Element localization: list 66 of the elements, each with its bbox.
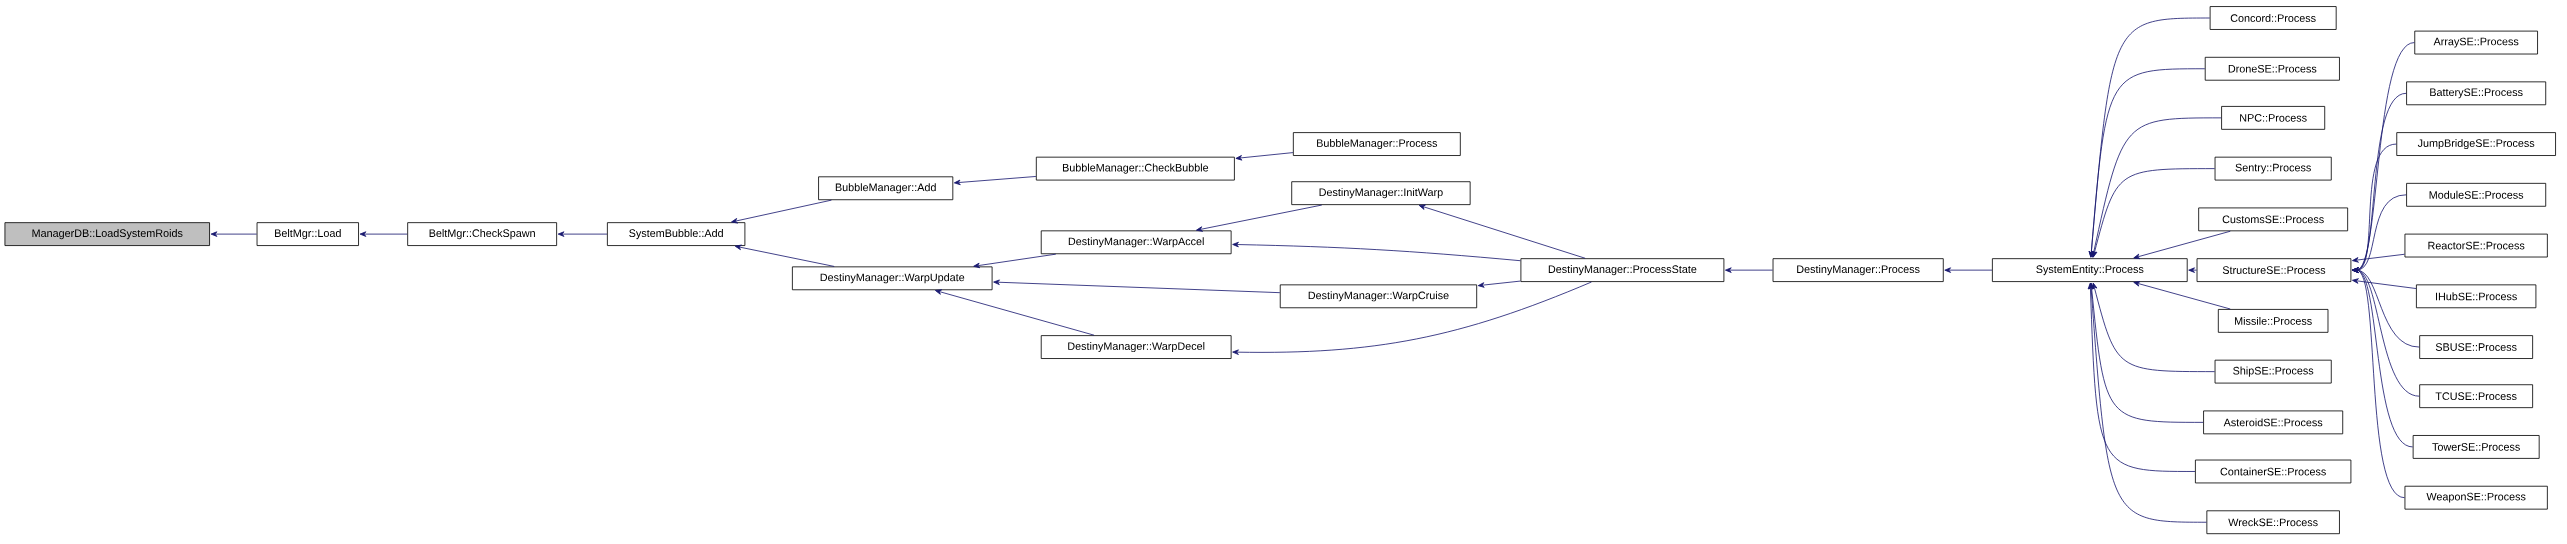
function-box: ManagerDB::LoadSystemRoids: [4, 222, 210, 247]
function-box: TowerSE::Process: [2412, 435, 2540, 460]
arrow: [359, 231, 408, 238]
function-box: SBUSE::Process: [2419, 335, 2534, 360]
function-box: Sentry::Process: [2214, 157, 2332, 181]
arrow: [2092, 282, 2216, 373]
function-box: DestinyManager::WarpUpdate: [792, 266, 993, 291]
arrow: [2133, 281, 2231, 310]
function-box: StructureSE::Process: [2196, 258, 2352, 283]
function-box: BubbleManager::Process: [1292, 132, 1461, 157]
arrow: [1235, 152, 1294, 161]
function-box: BeltMgr::Load: [256, 222, 359, 247]
function-box: Missile::Process: [2217, 309, 2329, 333]
function-box: DroneSE::Process: [2204, 57, 2340, 81]
arrow: [2352, 267, 2405, 499]
arrow: [2188, 267, 2198, 274]
arrow: [2133, 231, 2231, 260]
function-box: DestinyManager::WarpDecel: [1040, 335, 1232, 360]
arrow: [2088, 68, 2206, 258]
arrow: [2092, 168, 2216, 258]
arrow: [1725, 267, 1773, 274]
arrow: [1232, 242, 1521, 262]
function-box: CustomsSE::Process: [2198, 207, 2349, 232]
arrow: [210, 231, 258, 238]
function-box: DestinyManager::ProcessState: [1520, 258, 1725, 283]
function-box: BubbleManager::CheckBubble: [1035, 157, 1235, 181]
arrow: [734, 244, 835, 268]
arrow: [953, 176, 1037, 186]
function-box: Concord::Process: [2209, 6, 2337, 31]
function-box: ContainerSE::Process: [2195, 459, 2352, 484]
arrow: [557, 231, 608, 238]
arrow: [2088, 282, 2207, 523]
arrow: [993, 279, 1281, 294]
function-box: DestinyManager::Process: [1772, 258, 1944, 283]
function-box: ShipSE::Process: [2214, 360, 2332, 384]
function-box: DestinyManager::InitWarp: [1291, 181, 1471, 206]
arrow: [2091, 117, 2222, 258]
arrow: [1944, 267, 1993, 274]
arrow: [1418, 204, 1586, 259]
function-box: JumpBridgeSE::Process: [2396, 132, 2556, 157]
function-box: ArraySE::Process: [2414, 30, 2538, 55]
function-box: TCUSE::Process: [2419, 384, 2534, 409]
function-box: ReactorSE::Process: [2404, 233, 2548, 258]
arrow: [2088, 282, 2204, 424]
arrow: [1477, 280, 1521, 288]
arrow: [1196, 204, 1323, 232]
function-box: NPC::Process: [2221, 106, 2326, 130]
arrow: [973, 254, 1057, 269]
function-box: BatterySE::Process: [2406, 81, 2547, 106]
arrow: [731, 199, 832, 224]
function-box: SystemBubble::Add: [607, 222, 746, 247]
arrow: [935, 289, 1095, 336]
function-box: ModuleSE::Process: [2406, 183, 2547, 207]
function-box: DestinyManager::WarpAccel: [1040, 230, 1232, 255]
arrow: [1232, 281, 1592, 356]
function-box: DestinyManager::WarpCruise: [1279, 284, 1478, 309]
function-box: BubbleManager::Add: [818, 176, 954, 201]
function-box: WeaponSE::Process: [2404, 486, 2548, 510]
function-box: WreckSE::Process: [2206, 510, 2340, 535]
function-box: IHubSE::Process: [2416, 284, 2537, 309]
function-box: AsteroidSE::Process: [2203, 410, 2344, 435]
arrow: [2352, 278, 2417, 290]
arrow: [2352, 254, 2405, 263]
function-box: SystemEntity::Process: [1992, 258, 2188, 283]
arrow: [2087, 282, 2196, 473]
function-box: BeltMgr::CheckSpawn: [407, 222, 558, 247]
